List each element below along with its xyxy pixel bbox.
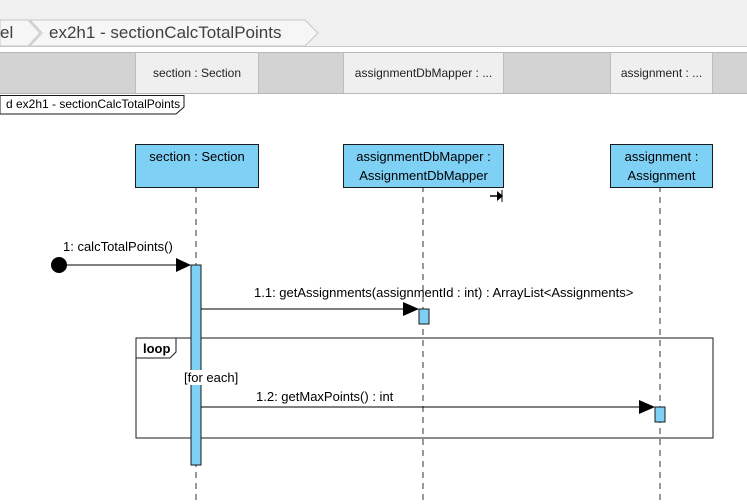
message-label-found: 1: calcTotalPoints() [63, 239, 173, 254]
lifeline-mapper-type: AssignmentDbMapper [359, 168, 488, 183]
activation-mapper[interactable] [418, 308, 430, 325]
activation-section[interactable] [190, 264, 202, 466]
message-label-get-assignments: 1.1: getAssignments(assignmentId : int) … [254, 285, 634, 300]
breadcrumb-segment-current-shape [28, 19, 319, 46]
lifeline-assignment-type: Assignment [627, 168, 696, 183]
lifeline-header-strip: section : Section assignmentDbMapper : .… [0, 52, 747, 94]
header-cell-assignment[interactable]: assignment : ... [610, 53, 713, 93]
breadcrumb-segment-parent-shape [0, 19, 41, 46]
lifeline-section[interactable]: section : Section [135, 144, 259, 188]
lifeline-section-name: section : Section [149, 149, 245, 164]
message-arrowhead-get-assignments [403, 302, 419, 316]
activation-assignment[interactable] [654, 406, 666, 423]
lifeline-mapper-name: assignmentDbMapper : [356, 149, 491, 164]
header-cell-section[interactable]: section : Section [135, 53, 259, 93]
message-arrowhead-found [176, 258, 191, 272]
message-arrowhead-get-max-points [639, 400, 655, 414]
lifeline-assignment[interactable]: assignment : Assignment [610, 144, 713, 188]
lifeline-assignment-name: assignment : [624, 149, 699, 164]
loop-fragment[interactable] [135, 337, 714, 439]
breadcrumb-chevrons [0, 19, 319, 46]
lifeline-section-spacer [136, 166, 258, 185]
breadcrumb-item-parent[interactable]: el [0, 23, 14, 42]
loop-guard: [for each] [184, 370, 239, 385]
header-cell-mapper[interactable]: assignmentDbMapper : ... [343, 53, 504, 93]
cursor-icon [490, 190, 503, 202]
breadcrumb: el ex2h1 - sectionCalcTotalPoints [0, 0, 747, 47]
lifeline-mapper[interactable]: assignmentDbMapper : AssignmentDbMapper [343, 144, 504, 188]
loop-keyword: loop [143, 341, 171, 356]
breadcrumb-item-current[interactable]: ex2h1 - sectionCalcTotalPoints [49, 23, 282, 42]
frame-tab-shape [0, 95, 185, 115]
frame-label: d ex2h1 - sectionCalcTotalPoints [6, 97, 181, 111]
loop-keyword-tab [135, 337, 177, 359]
message-label-get-max-points: 1.2: getMaxPoints() : int [256, 389, 394, 404]
